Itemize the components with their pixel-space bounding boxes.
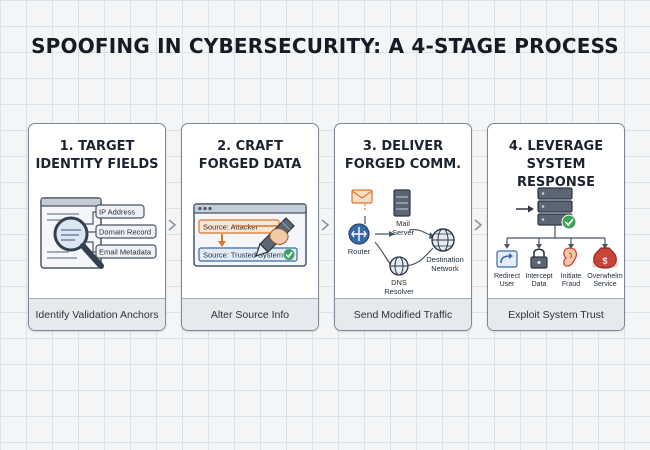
stage-1-title-line1: 1. TARGET — [59, 139, 135, 154]
stage-3-card: 3. DELIVER FORGED COMM. Router — [334, 123, 472, 331]
redirect-icon — [496, 250, 518, 268]
outcome-redirect-line1: Redirect — [494, 273, 520, 280]
network-delivery-illustration: Router Mail Server DNS Resolver Destinat… — [348, 189, 464, 296]
outcome-overwhelm-line2: Service — [593, 281, 616, 288]
stage-4-card: 4. LEVERAGE SYSTEM RESPONSE — [487, 123, 625, 331]
source-trusted-field: Source: Trusted System — [198, 247, 298, 262]
mail-server-label-line1: Mail — [396, 219, 410, 228]
field-domain-record: Domain Record — [99, 228, 151, 237]
outcome-fraud-line2: Fraud — [562, 281, 580, 288]
field-email-metadata: Email Metadata — [99, 248, 152, 257]
stage-4-title: 4. LEVERAGE SYSTEM RESPONSE — [488, 138, 624, 192]
destination-globe-icon — [431, 228, 455, 252]
router-icon — [348, 223, 370, 245]
lock-icon — [530, 248, 548, 269]
stage-3-title-line1: 3. DELIVER — [362, 139, 444, 154]
stage-2-title: 2. CRAFT FORGED DATA — [182, 138, 318, 174]
stage-3-title-line2: FORGED COMM. — [344, 157, 462, 172]
money-bag-icon: $ — [593, 247, 617, 269]
dns-resolver-label-line2: Resolver — [384, 287, 414, 296]
forged-data-illustration: Source: Attacker Source: Trusted System — [193, 203, 307, 267]
system-response-illustration: $ Redirect User Intercept Data Initiate … — [494, 187, 623, 288]
stage-2-footer: Alter Source Info — [182, 298, 318, 330]
magnifier-icon — [53, 216, 104, 269]
outcome-intercept-line1: Intercept — [525, 273, 552, 280]
ear-icon — [563, 247, 577, 267]
stage-1-card: 1. TARGET IDENTITY FIELDS IP — [28, 123, 166, 331]
stage-1-title: 1. TARGET IDENTITY FIELDS — [29, 138, 165, 174]
outcome-fraud-line1: Initiate — [561, 273, 582, 280]
envelope-icon — [351, 189, 373, 212]
outcome-intercept-line2: Data — [532, 281, 547, 288]
check-icon — [283, 249, 295, 260]
arrow-right-icon — [516, 205, 534, 213]
stage-2-title-line2: FORGED DATA — [198, 157, 302, 172]
stage-2-card: 2. CRAFT FORGED DATA Source: Attacker So… — [181, 123, 319, 331]
mail-server-label-line2: Server — [392, 228, 415, 237]
chevron-right-icon — [168, 219, 177, 231]
source-attacker-field: Source: Attacker — [198, 219, 280, 234]
chevron-right-icon — [474, 219, 483, 231]
svg-text:Source: Trusted System: Source: Trusted System — [203, 251, 283, 260]
dns-globe-icon — [389, 256, 409, 276]
router-label: Router — [348, 247, 371, 256]
identity-field-tags: IP Address Domain Record Email Metadata — [95, 204, 157, 259]
svg-text:$: $ — [602, 256, 607, 266]
stage-4-title-line1: 4. LEVERAGE — [508, 139, 604, 154]
stage-3-footer: Send Modified Traffic — [335, 298, 471, 330]
mail-server-icon — [393, 189, 411, 217]
stage-2-title-line1: 2. CRAFT — [217, 139, 283, 154]
destination-network-label-line1: Destination — [426, 255, 464, 264]
overwhelm-icon — [592, 260, 618, 268]
stage-4-footer: Exploit System Trust — [488, 298, 624, 330]
check-icon — [561, 214, 577, 230]
destination-network-label-line2: Network — [431, 264, 459, 273]
stage-1-title-line2: IDENTITY FIELDS — [35, 157, 159, 172]
outcome-redirect-line2: User — [500, 281, 515, 288]
chevron-right-icon — [321, 219, 330, 231]
field-ip-address: IP Address — [99, 208, 135, 217]
identity-fields-illustration: IP Address Domain Record Email Metadata — [40, 197, 157, 269]
stage-3-title: 3. DELIVER FORGED COMM. — [335, 138, 471, 174]
dns-resolver-label-line1: DNS — [391, 278, 407, 287]
stage-1-footer: Identify Validation Anchors — [29, 298, 165, 330]
stage-4-title-line2: SYSTEM RESPONSE — [517, 157, 595, 190]
arrow-down-icon — [218, 234, 226, 247]
diagram-title: SPOOFING IN CYBERSECURITY: A 4-STAGE PRO… — [31, 34, 619, 58]
outcome-overwhelm-line1: Overwhelm — [587, 273, 623, 280]
svg-text:Source: Attacker: Source: Attacker — [203, 223, 259, 232]
pen-hand-icon — [255, 217, 295, 257]
